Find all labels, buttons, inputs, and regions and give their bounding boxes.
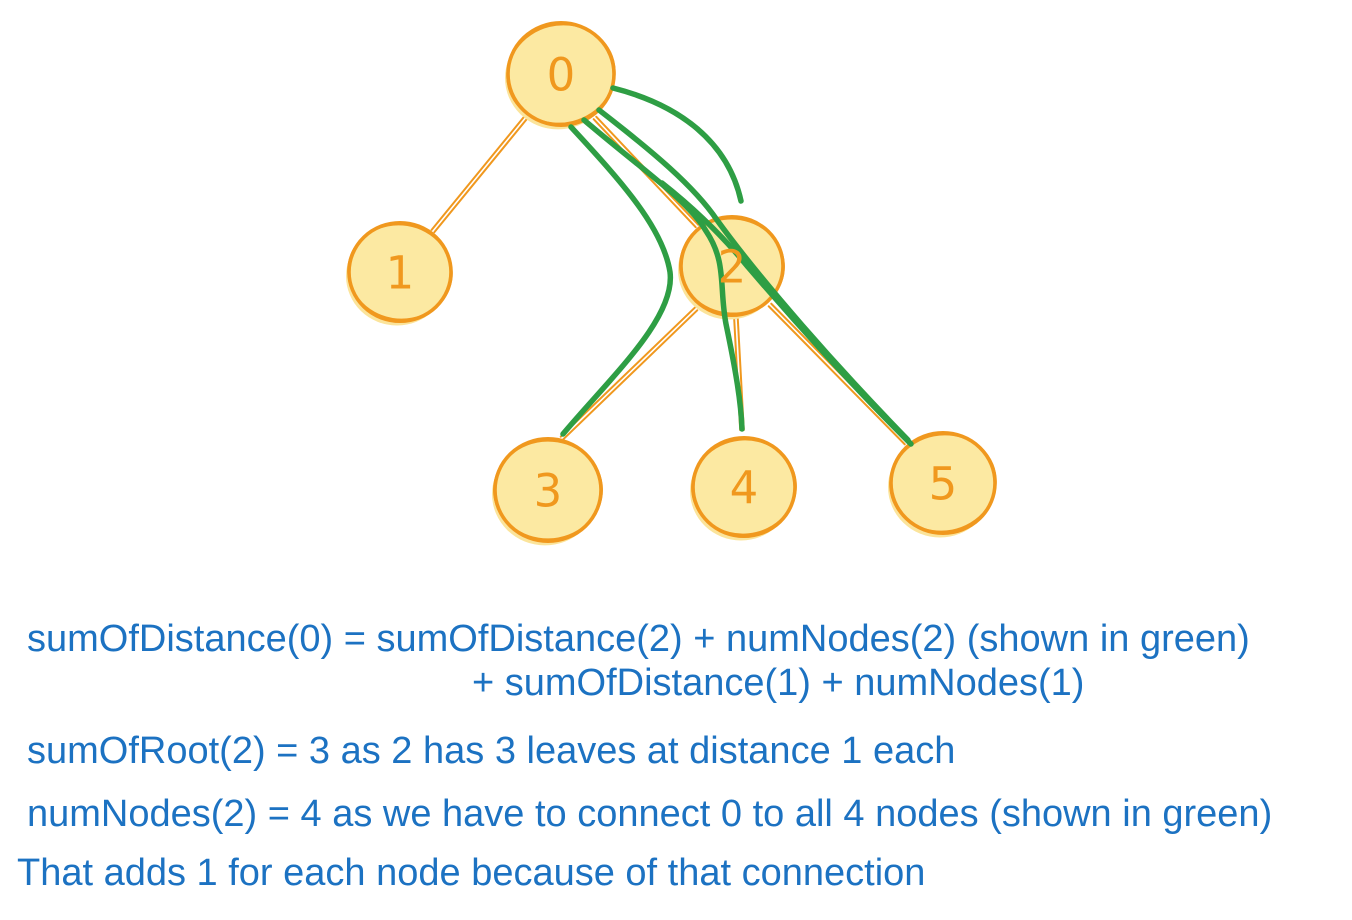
formula-sum-of-distance-line-1: sumOfDistance(0) = sumOfDistance(2) + nu… <box>27 618 1250 660</box>
node-outline-4 <box>691 438 797 536</box>
tree-edge-2-5-a <box>767 305 906 446</box>
node-outline-3 <box>493 439 603 541</box>
green-connection-0-5-4 <box>659 180 914 447</box>
tree-node-4 <box>691 435 797 539</box>
tree-node-label-1: 1 <box>386 247 415 300</box>
green-connection-0-3-1 <box>560 124 674 437</box>
node-outline-2 <box>679 217 785 315</box>
node-outline-1 <box>347 223 453 321</box>
tree-node-3 <box>493 437 603 543</box>
green-connection-0-4-2 <box>581 117 745 432</box>
note-num-nodes: numNodes(2) = 4 as we have to connect 0 … <box>27 793 1273 835</box>
note-adds-one: That adds 1 for each node because of tha… <box>17 852 926 894</box>
tree-edge-0-1-a <box>430 113 527 231</box>
tree-node-label-3: 3 <box>534 465 563 518</box>
tree-edge-2-3-a <box>559 306 696 438</box>
node-outline-5 <box>889 433 997 533</box>
tree-node-label-2: 2 <box>718 241 747 294</box>
tree-node-label-4: 4 <box>730 462 759 515</box>
node-outline-0 <box>506 23 616 125</box>
tree-node-1 <box>347 220 453 324</box>
tree-node-2 <box>679 214 785 318</box>
tree-edge-0-1-b <box>433 116 530 234</box>
tree-node-label-0: 0 <box>547 49 576 102</box>
tree-edge-2-3-b <box>562 309 699 441</box>
formula-sum-of-distance-line-2: + sumOfDistance(1) + numNodes(1) <box>472 662 1085 704</box>
tree-node-label-5: 5 <box>929 458 958 511</box>
green-connection-0-2-0 <box>610 85 744 204</box>
tree-node-5 <box>889 431 997 535</box>
note-sum-of-root: sumOfRoot(2) = 3 as 2 has 3 leaves at di… <box>27 730 956 772</box>
